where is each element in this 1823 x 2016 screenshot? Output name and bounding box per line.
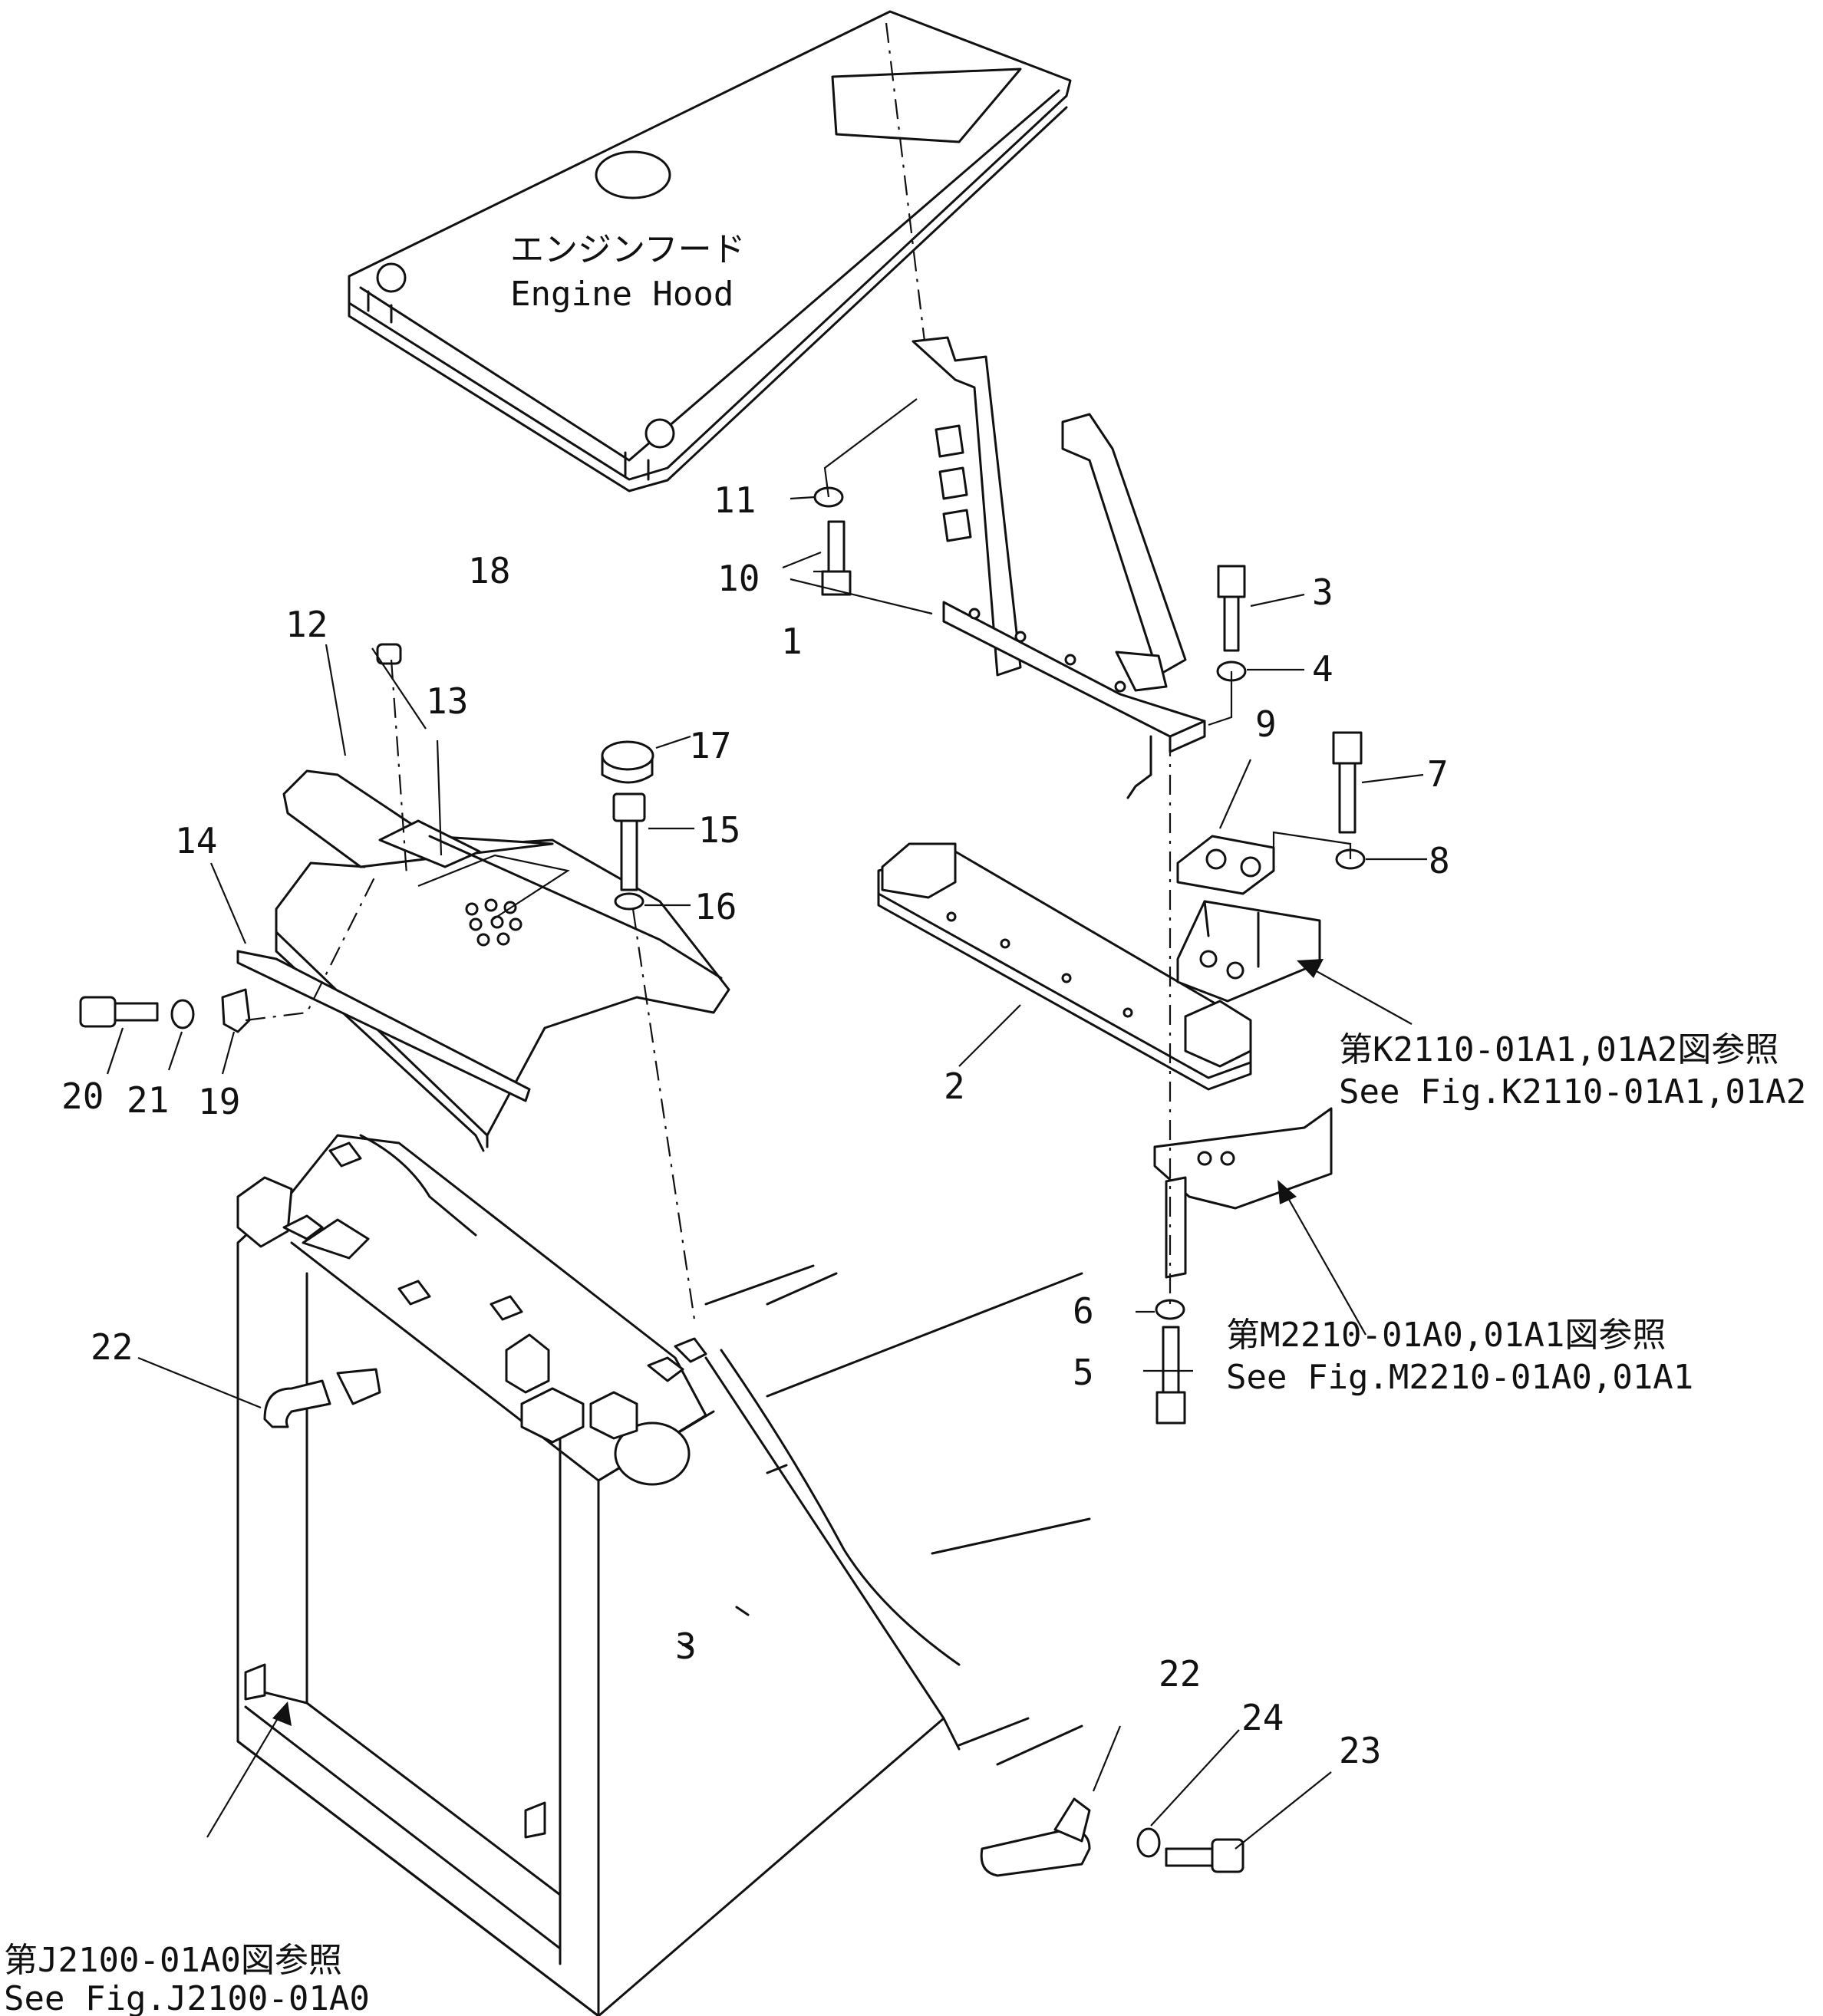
radiator-frame: 3 bbox=[236, 1134, 1091, 2016]
ref-j2100-jp: 第J2100-01A0図参照 bbox=[4, 1941, 342, 1980]
callout-18: 18 bbox=[468, 550, 510, 591]
part-9-pad bbox=[1176, 835, 1275, 895]
callout-22-left: 22 bbox=[91, 1326, 133, 1368]
callout-3: 3 bbox=[1312, 572, 1333, 613]
cover-centerlines bbox=[245, 659, 696, 1320]
ref-k2110-en: See Fig.K2110-01A1,01A2 bbox=[1339, 1072, 1806, 1112]
callout-7: 7 bbox=[1427, 753, 1449, 795]
part-16-washer bbox=[614, 892, 644, 911]
part-1-bracket bbox=[912, 336, 1206, 799]
callout-24: 24 bbox=[1241, 1697, 1284, 1738]
part-7-bolt bbox=[1332, 731, 1363, 834]
callout-12: 12 bbox=[285, 604, 328, 645]
callout-10: 10 bbox=[717, 558, 760, 599]
hood-label-en: Engine Hood bbox=[510, 275, 733, 314]
engine-hood: エンジンフード Engine Hood bbox=[348, 10, 1072, 492]
cover-holes bbox=[465, 898, 523, 947]
callout-23: 23 bbox=[1339, 1730, 1381, 1771]
callout-22-right: 22 bbox=[1159, 1653, 1201, 1695]
k2110-mount bbox=[1176, 900, 1321, 1003]
callout-8: 8 bbox=[1429, 840, 1450, 881]
hood-label-jp: エンジンフード bbox=[510, 230, 746, 269]
part-5-bolt bbox=[1155, 1326, 1186, 1425]
callout-9: 9 bbox=[1255, 703, 1277, 745]
part-2-beam bbox=[877, 842, 1252, 1091]
ref-m2210-jp: 第M2210-01A0,01A1図参照 bbox=[1226, 1316, 1666, 1355]
callout-19: 19 bbox=[198, 1081, 240, 1122]
callout-2: 2 bbox=[944, 1066, 965, 1107]
hood-bracket-centerline bbox=[885, 22, 926, 342]
ref-k2110-jp: 第K2110-01A1,01A2図参照 bbox=[1339, 1030, 1778, 1069]
part-3-bolt bbox=[1217, 565, 1246, 652]
callout-20: 20 bbox=[61, 1076, 104, 1117]
part-22-handle-right bbox=[980, 1797, 1091, 1877]
part-18-plug bbox=[376, 643, 402, 665]
callout-16: 16 bbox=[694, 886, 737, 927]
part-24-washer bbox=[1136, 1827, 1161, 1858]
part-20-bolt bbox=[79, 996, 159, 1028]
callout-13: 13 bbox=[426, 680, 468, 722]
part-12-cover bbox=[275, 769, 730, 1152]
bracket-leader-lines bbox=[823, 398, 1352, 859]
part-17-cap bbox=[601, 740, 654, 784]
part-21-washer bbox=[170, 999, 195, 1029]
marker-3a: 3 bbox=[675, 1626, 697, 1667]
callout-4: 4 bbox=[1312, 648, 1333, 690]
ref-j2100-en: See Fig.J2100-01A0 bbox=[4, 1979, 370, 2016]
part-15-bolt bbox=[612, 792, 646, 891]
ref-m2210-en: See Fig.M2210-01A0,01A1 bbox=[1226, 1358, 1693, 1397]
callout-6: 6 bbox=[1073, 1290, 1094, 1332]
callout-11: 11 bbox=[714, 479, 756, 521]
callout-15: 15 bbox=[698, 809, 740, 851]
callout-14: 14 bbox=[175, 820, 217, 861]
part-14-strip bbox=[236, 950, 531, 1102]
part-6-washer bbox=[1155, 1299, 1185, 1320]
callout-17: 17 bbox=[689, 725, 731, 766]
part-19-clip bbox=[221, 988, 251, 1033]
callout-21: 21 bbox=[127, 1079, 169, 1121]
m2210-mount bbox=[1153, 1107, 1333, 1279]
part-10-bolt bbox=[821, 520, 852, 596]
callout-1: 1 bbox=[781, 621, 803, 662]
reference-arrows bbox=[206, 959, 1413, 1838]
part-23-bolt bbox=[1165, 1838, 1244, 1873]
callout-leaders bbox=[106, 496, 1427, 1850]
part-22-handle-left bbox=[263, 1368, 381, 1428]
callout-5: 5 bbox=[1073, 1352, 1094, 1393]
